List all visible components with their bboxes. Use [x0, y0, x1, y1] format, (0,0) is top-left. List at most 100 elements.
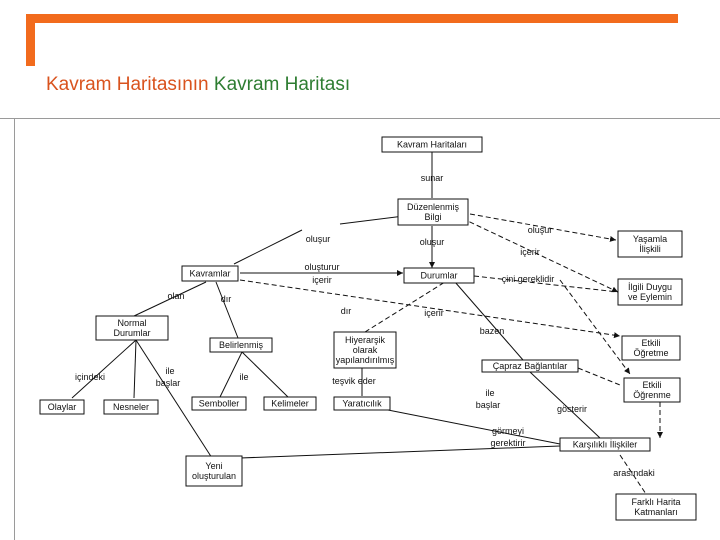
node-box — [209, 337, 273, 353]
node-text: Normal — [117, 318, 146, 328]
node-text: Öğrenme — [633, 390, 671, 400]
node-text: Kavramlar — [189, 269, 230, 279]
node-box — [263, 396, 317, 411]
node-yaraticilik: Yaratıcılık — [333, 396, 391, 411]
node-text: Katmanları — [634, 507, 678, 517]
node-box — [481, 359, 579, 373]
node-box — [397, 198, 469, 226]
edge-db-yasamla — [469, 213, 617, 242]
edge-belirlenmis-kelimeler — [241, 351, 289, 398]
link-label-tesvik-eder: teşvik eder — [332, 376, 376, 386]
link-label-dir-1: dır — [221, 294, 232, 304]
link-label-gormeyi-1: görmeyi — [492, 426, 524, 436]
node-belirlenmis: Belirlenmiş — [209, 337, 273, 353]
node-box — [559, 437, 651, 452]
node-box — [617, 230, 683, 258]
link-label-olusur-3: oluşur — [528, 225, 553, 235]
node-box — [191, 396, 247, 411]
edge-kavramlar-normal — [133, 281, 207, 317]
node-karsilikli-iliskiler: Karşılıklı İlişkiler — [559, 437, 651, 452]
node-box — [621, 335, 681, 361]
node-nesneler: Nesneler — [103, 399, 159, 415]
node-box — [95, 315, 169, 341]
link-label-ile-baslar-1b: başlar — [156, 378, 181, 388]
node-text: Hiyerarşik — [345, 335, 386, 345]
node-text: yapılandırılmış — [336, 355, 395, 365]
edge-capraz-karsilikli — [529, 371, 601, 439]
link-label-olan: olan — [167, 291, 184, 301]
link-label-ile: ile — [239, 372, 248, 382]
edge-ogrenme — [559, 279, 631, 375]
link-label-ile-baslar-2a: ile — [485, 388, 494, 398]
link-label-cini-gereklidir: çini gereklidir — [502, 274, 555, 284]
edge-normal-olaylar — [71, 339, 137, 399]
node-text: Semboller — [199, 399, 240, 409]
link-label-ile-baslar-1a: ile — [165, 366, 174, 376]
link-label-olusur-2: oluşur — [420, 237, 445, 247]
edge-normal-nesneler — [133, 339, 137, 399]
node-text: İlişkili — [639, 244, 661, 254]
link-label-arasindaki: arasındaki — [613, 468, 655, 478]
link-label-ile-baslar-2b: başlar — [476, 400, 501, 410]
node-durumlar: Durumlar — [403, 267, 475, 284]
node-text: Öğretme — [633, 348, 668, 358]
page-title: Kavram Haritasının Kavram Haritası — [46, 74, 350, 96]
node-box — [617, 278, 683, 306]
node-box — [103, 399, 159, 415]
node-olaylar: Olaylar — [39, 399, 85, 415]
edge-db-duygu — [454, 214, 619, 293]
node-kavramlar: Kavramlar — [181, 265, 239, 282]
link-label-gosterir: gösterir — [557, 404, 587, 414]
edge-yeni-karsilikli — [239, 445, 561, 459]
edge-kavramlar-db — [233, 229, 303, 265]
node-box — [181, 265, 239, 282]
node-text: oluşturulan — [192, 471, 236, 481]
title-part-1: Kavram Haritasının — [46, 74, 209, 95]
node-semboller: Semboller — [191, 396, 247, 411]
edges — [71, 152, 663, 495]
node-text: Düzenlenmiş — [407, 202, 460, 212]
node-text: Yaşamla — [633, 234, 667, 244]
node-box — [333, 331, 397, 369]
node-text: Kavram Haritaları — [397, 140, 467, 150]
link-label-olusturur: oluşturur — [304, 262, 339, 272]
node-text: Çapraz Bağlantılar — [493, 361, 568, 371]
node-text: Kelimeler — [271, 399, 309, 409]
edge-belirlenmis-semboller — [219, 351, 243, 398]
node-text: Etkili — [641, 338, 660, 348]
edge-durumlar-capraz — [454, 281, 524, 361]
edge-durumlar-duygu — [473, 275, 619, 293]
title-part-2: Kavram Haritası — [213, 74, 351, 95]
node-box — [333, 396, 391, 411]
node-kavram-haritalari: Kavram Haritaları — [381, 136, 483, 153]
header-divider — [0, 118, 720, 119]
nodes: Kavram HaritalarıDüzenlenmişBilgiYaşamla… — [39, 136, 697, 521]
edge-kavramlar-belirlenmis — [215, 281, 239, 339]
node-capraz-baglantilar: Çapraz Bağlantılar — [481, 359, 579, 373]
node-text: Olaylar — [48, 402, 77, 412]
node-text: ve Eylemin — [628, 292, 672, 302]
accent-bar-left — [26, 14, 35, 66]
frame-left-border — [14, 118, 15, 540]
link-label-icindeki: içindeki — [75, 372, 105, 382]
node-text: Bilgi — [424, 212, 441, 222]
node-text: Yeni — [205, 461, 222, 471]
node-text: Etkili — [642, 380, 661, 390]
node-text: Farklı Harita — [631, 497, 680, 507]
link-label-icerir-3: içerir — [424, 308, 444, 318]
node-kelimeler: Kelimeler — [263, 396, 317, 411]
link-label-gormeyi-2: gerektirir — [490, 438, 525, 448]
edge-capraz-ogrenme — [577, 367, 621, 386]
node-text: Nesneler — [113, 402, 149, 412]
node-box — [615, 493, 697, 521]
node-text: Yaratıcılık — [342, 399, 382, 409]
